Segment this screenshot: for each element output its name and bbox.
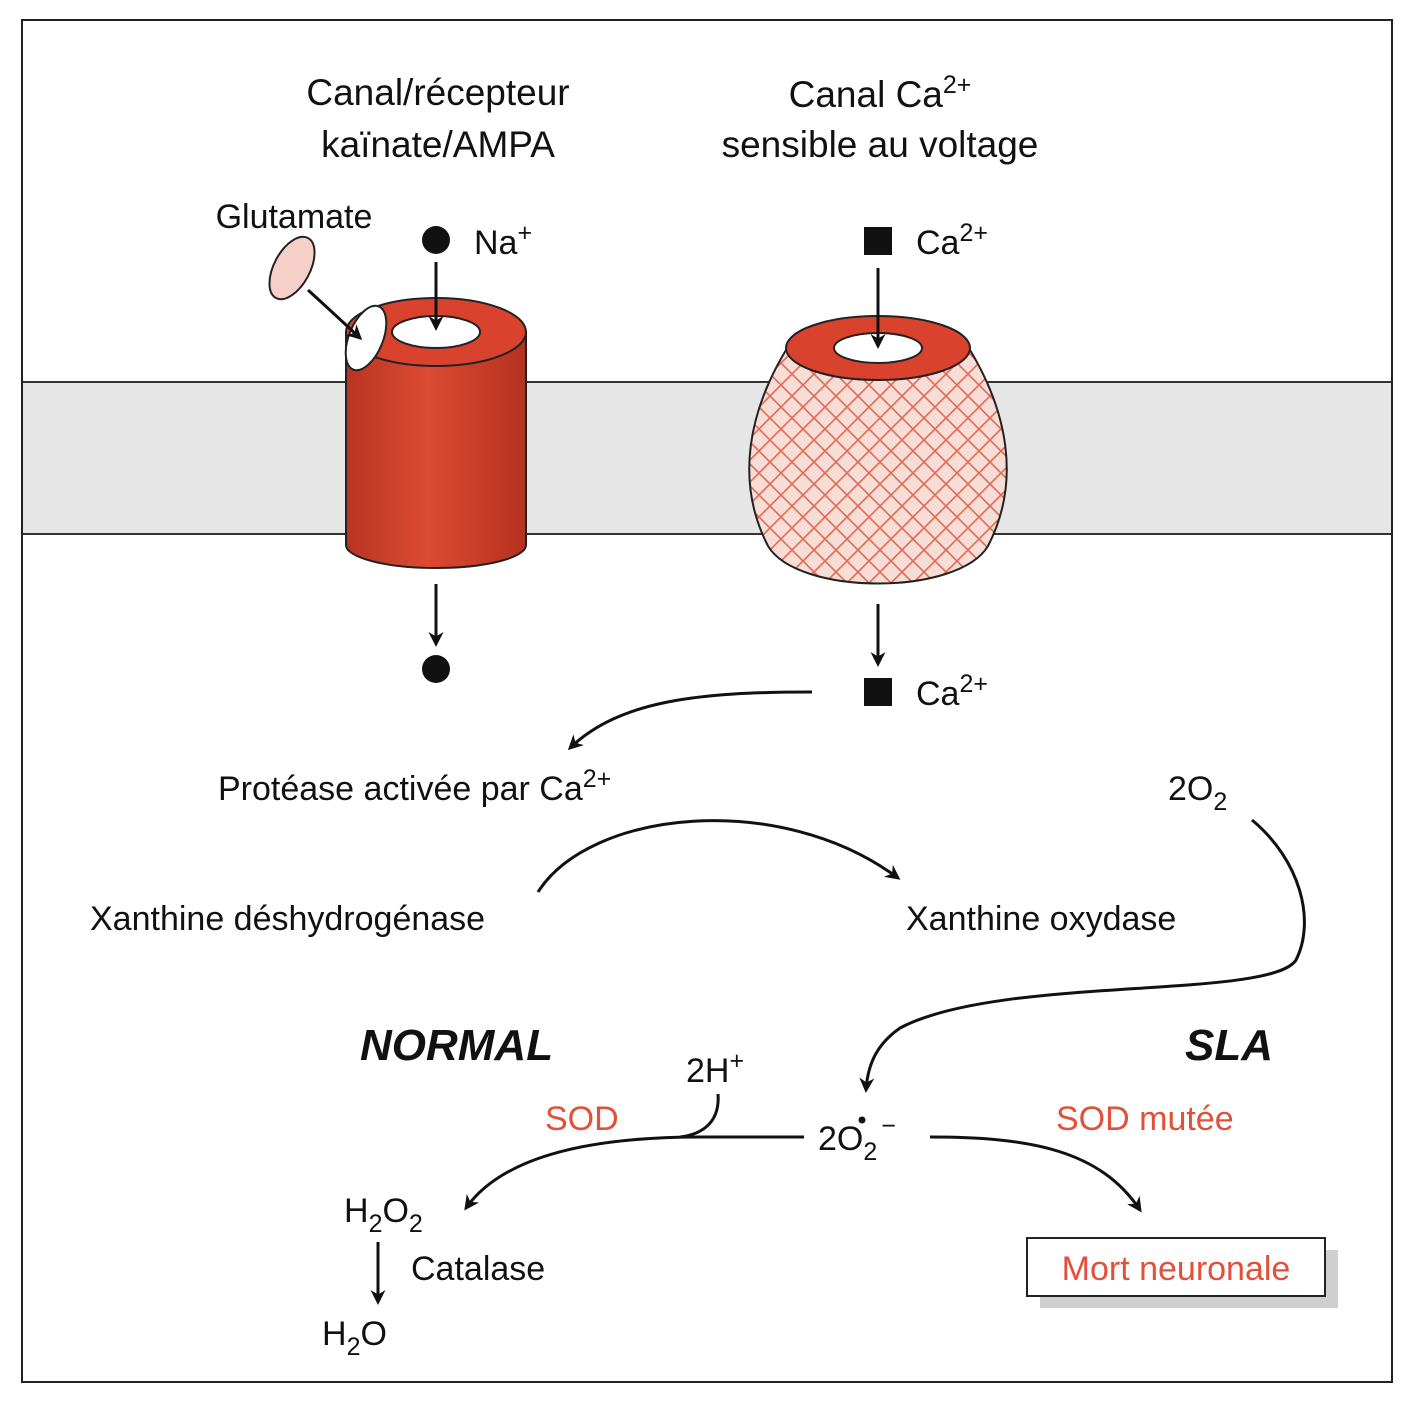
receptor-cylinder-body <box>345 331 527 569</box>
receptor-title-line2: kaïnate/AMPA <box>321 124 555 165</box>
figure-frame <box>21 19 1393 1383</box>
calcium-channel-title-line1: Canal Ca2+ <box>789 71 972 115</box>
proton-join-line <box>679 1093 720 1139</box>
outcome-label: Mort neuronale <box>1062 1250 1291 1288</box>
sodium-ion-inside-icon <box>422 655 450 683</box>
glutamate-label: Glutamate <box>216 198 373 236</box>
receptor-channel <box>344 297 527 569</box>
catalase-label: Catalase <box>411 1250 545 1288</box>
xanthine-conversion-arrow <box>536 819 901 893</box>
membrane-band <box>23 382 1391 534</box>
sodium-ion-icon <box>422 226 450 254</box>
sodium-label: Na+ <box>474 219 532 262</box>
glutamate-binding-arrow <box>306 288 363 341</box>
mutated-sod-arrow <box>929 1135 1142 1213</box>
calcium-channel-title-line2: sensible au voltage <box>722 124 1039 165</box>
sla-label: SLA <box>1185 1021 1273 1070</box>
xanthine-dehydrogenase-label: Xanthine déshydrogénase <box>90 900 485 938</box>
calcium-ion-inside-icon <box>864 678 892 706</box>
water-label: H2O <box>322 1315 387 1361</box>
protons-label: 2H+ <box>686 1047 744 1090</box>
calcium-label-inside: Ca2+ <box>916 670 988 713</box>
radical-dot-icon <box>858 1116 866 1124</box>
normal-label: NORMAL <box>360 1021 553 1070</box>
outcome-box <box>1026 1237 1326 1297</box>
sod-conversion-arrow <box>464 1135 804 1211</box>
superoxide-label: 2O2− <box>818 1112 896 1166</box>
sod-label: SOD <box>545 1100 619 1138</box>
oxygen-to-superoxide-arrow <box>859 818 1306 1093</box>
calcium-channel <box>748 315 1008 585</box>
mutated-sod-label: SOD mutée <box>1056 1100 1234 1138</box>
protease-label: Protéase activée par Ca2+ <box>218 765 611 808</box>
calcium-label-outside: Ca2+ <box>916 219 988 262</box>
receptor-title-line1: Canal/récepteur <box>306 72 569 113</box>
oxygen-label: 2O2 <box>1168 770 1227 816</box>
glutamate-molecule-icon <box>268 235 316 301</box>
hydrogen-peroxide-label: H2O2 <box>344 1192 423 1238</box>
calcium-to-protease-arrow <box>567 690 813 751</box>
calcium-channel-body <box>748 349 1008 585</box>
xanthine-oxidase-label: Xanthine oxydase <box>906 900 1176 938</box>
calcium-ion-icon <box>864 227 892 255</box>
